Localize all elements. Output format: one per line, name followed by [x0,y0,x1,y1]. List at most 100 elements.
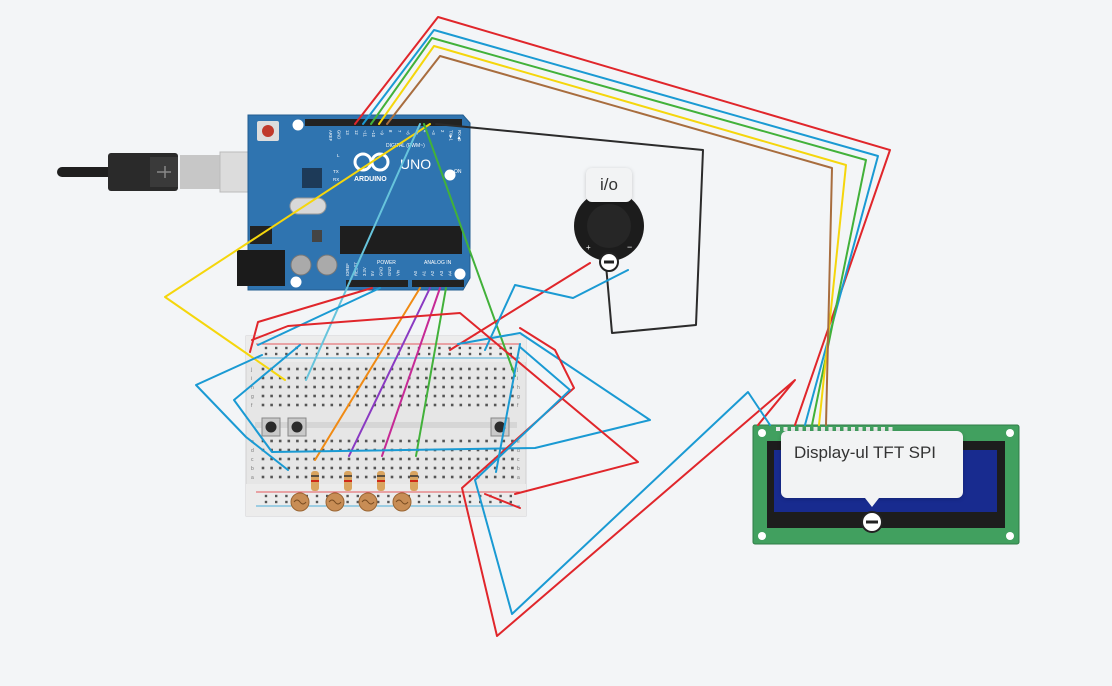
wire-green-button[interactable] [423,123,516,377]
breadboard-hole [313,448,316,452]
wire-blue-big-loop[interactable] [474,346,771,615]
breadboard-hole [425,457,428,461]
rail-hole [499,500,502,504]
piezo-buzzer[interactable]: + − [574,191,644,261]
breadboard-hole [511,439,514,443]
wire-blue-gnd[interactable] [257,287,381,346]
photoresistor-2[interactable] [325,492,345,512]
rail-hole [377,494,380,498]
breadboard-hole [278,403,282,407]
digital-header[interactable] [305,119,462,126]
resistor-3[interactable] [377,471,385,491]
breadboard-hole [278,367,282,371]
photoresistor-1[interactable] [290,492,310,512]
wire-blue-left-loop[interactable] [195,354,289,471]
rail-hole [315,494,319,498]
breadboard-hole [339,394,342,398]
breadboard-hole [511,448,514,452]
breadboard-hole [476,457,480,461]
breadboard-hole [330,367,334,371]
wire-blue-right[interactable] [495,343,521,473]
wire-blue-buzzer[interactable] [484,269,629,351]
breadboard-hole [450,376,454,380]
push-button-1[interactable] [261,417,281,437]
rail-hole [428,494,431,498]
photoresistor-4[interactable] [392,492,412,512]
wire-red-big-loop[interactable] [461,327,796,637]
breadboard-hole [287,367,291,371]
breadboard-hole [339,457,342,461]
breadboard-hole [493,448,497,452]
breadboard-hole [356,457,359,461]
resistor-2[interactable] [344,471,352,491]
rail-hole [326,494,329,498]
breadboard-hole [425,367,428,371]
wire-lightblue-button[interactable] [305,123,421,381]
breadboard-hole [459,385,463,389]
rail-hole [438,494,441,498]
breadboard-hole [373,394,377,398]
wire-green-a3[interactable] [415,287,447,457]
wire-yellow-lcd[interactable] [378,45,847,426]
wire-brown-lcd[interactable] [386,55,833,426]
breadboard-hole [493,466,497,470]
breadboard-hole [407,385,411,389]
power-header[interactable] [346,280,408,287]
rail-hole [397,346,400,350]
breadboard-hole [287,466,291,470]
wire-red-buzzer[interactable] [449,262,591,351]
wire-blue-mid-loop[interactable] [233,332,651,453]
wire-yellow-button[interactable] [164,123,431,381]
resistor-4[interactable] [410,471,418,491]
breadboard-hole [261,466,265,470]
row-letter: h [517,385,520,391]
rail-hole [377,500,380,504]
resistor-1[interactable] [311,471,319,491]
rail-hole [336,352,339,356]
rail-hole [285,352,288,356]
breadboard-hole [476,466,480,470]
rail-hole [499,494,502,498]
breadboard-hole [407,394,411,398]
row-letter: g [517,394,520,400]
wire-blue-lcd[interactable] [362,29,879,426]
breadboard-hole [261,457,265,461]
breadboard-hole [382,403,385,407]
wire-red-mid-loop[interactable] [251,312,639,495]
breadboard-hole [356,394,359,398]
breadboard-hole [425,439,428,443]
rail-hole [366,352,370,356]
row-letter: g [251,394,254,400]
breadboard-hole [261,475,265,479]
breadboard-hole [468,394,471,398]
push-button-2[interactable] [287,417,307,437]
lcd-pin [798,427,803,431]
breadboard-hole [304,466,308,470]
breadboard-hole [450,394,454,398]
breadboard-hole [373,475,377,479]
analog-pin-label: A0 [413,270,418,276]
wire-green-lcd[interactable] [370,37,867,426]
power-pin-label: Vin [395,269,400,276]
breadboard-hole [433,367,437,371]
row-letter: b [517,466,520,472]
analog-header[interactable] [412,280,464,287]
photoresistor-3[interactable] [358,492,378,512]
breadboard-hole [493,367,497,371]
breadboard-hole [425,466,428,470]
rail-hole [489,500,492,504]
breadboard-hole [356,385,359,389]
breadboard-hole [476,439,480,443]
wire-black-buzzer[interactable] [435,123,704,334]
rail-hole [489,346,492,350]
breadboard-hole [287,457,291,461]
breadboard-hole [261,394,265,398]
breadboard-hole [502,457,506,461]
arduino-uno[interactable]: ARDUINO UNO ON L TX RX DIGITAL (PWM~) PO… [237,114,471,291]
breadboard-hole [459,376,463,380]
wire-red-right[interactable] [484,493,521,509]
rail-hole [356,500,359,504]
wire-red-5v[interactable] [249,287,373,353]
analog-pin-label: A2 [430,270,435,276]
